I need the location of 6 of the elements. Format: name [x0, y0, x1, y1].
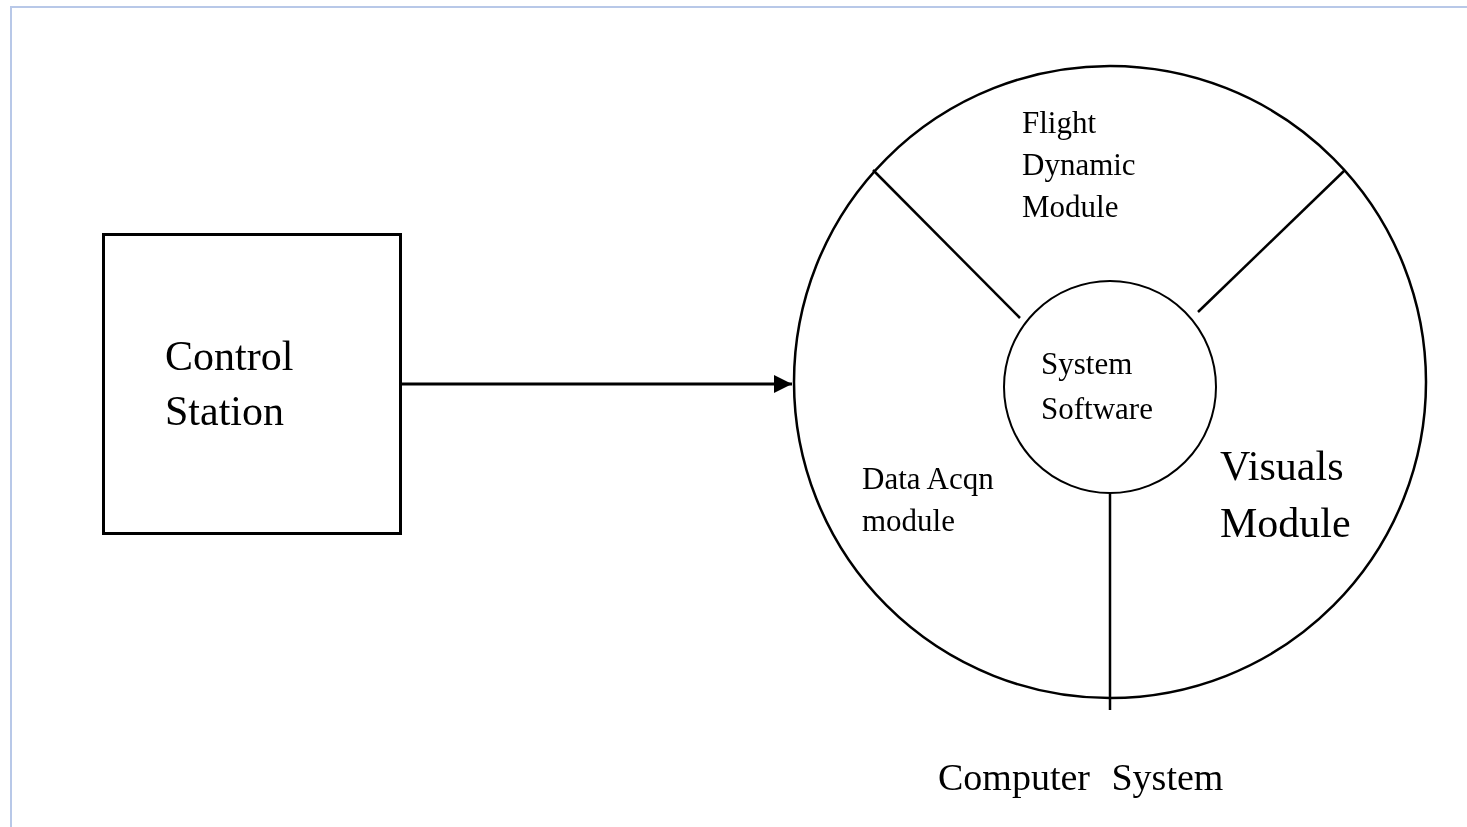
process-box: Control Station	[102, 233, 402, 535]
sector-label: Visuals Module	[1220, 438, 1390, 548]
inner-circle: System Software	[1003, 280, 1217, 494]
sector-label: Flight Dynamic Module	[1022, 102, 1172, 232]
diagram-caption: Computer System	[938, 755, 1224, 800]
arrow	[402, 375, 792, 393]
